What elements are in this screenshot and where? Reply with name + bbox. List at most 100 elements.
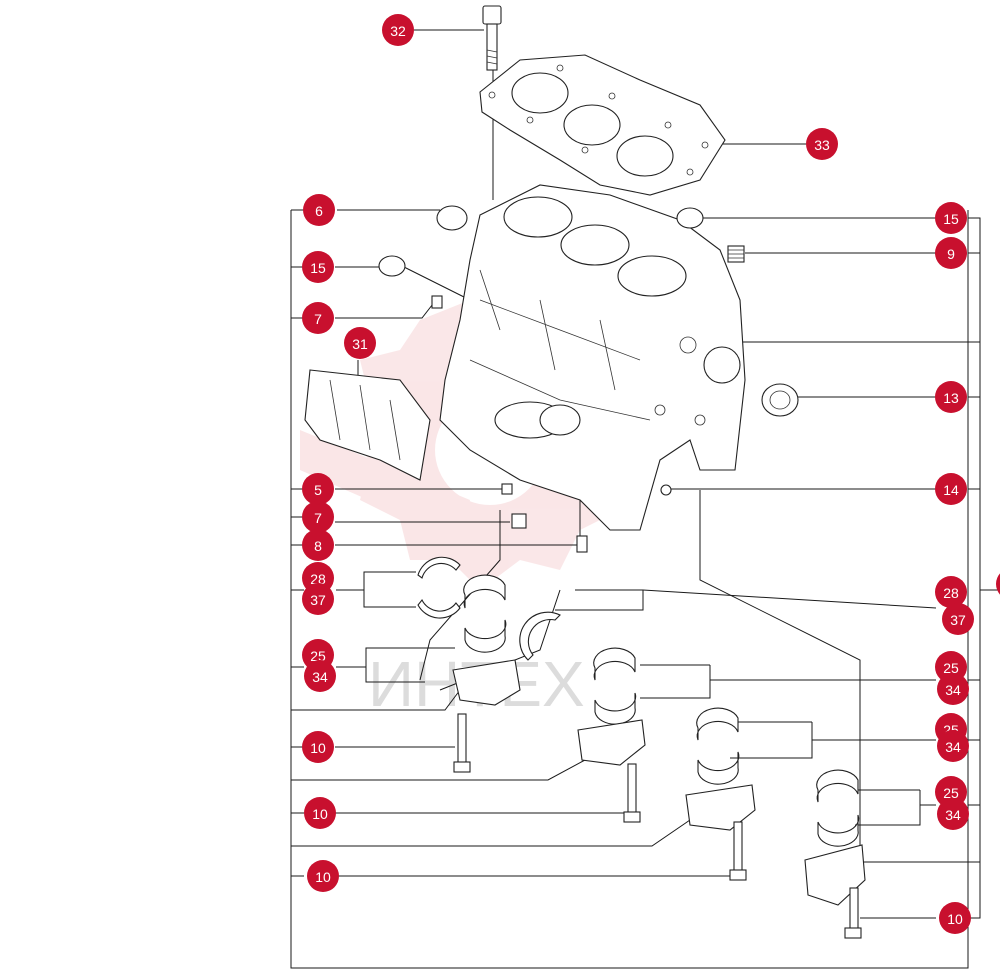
callout-10: 10: [307, 860, 339, 892]
bearing-set-4: [804, 769, 866, 906]
head-gasket: [479, 54, 726, 196]
callout-badges: 32 33 6 15 9 15 7 31 13 5 14 7 8 28 37 28 37 25 34 25 34 10 25…: [302, 14, 1000, 934]
callout-label: 32: [390, 23, 406, 39]
expansion-plug-15-left: [378, 255, 406, 277]
callout-8: 8: [302, 529, 334, 561]
callout-label: 33: [814, 137, 830, 153]
callout-34: 34: [937, 673, 969, 705]
frame-lines: [290, 209, 998, 969]
callout-circle: [937, 798, 969, 830]
callout-leaders: [335, 29, 937, 919]
callout-label: 31: [352, 336, 368, 352]
callout-15: 15: [935, 202, 967, 234]
callout-circle: [302, 583, 334, 615]
callout-circle: [935, 237, 967, 269]
callout-circle: [302, 731, 334, 763]
callout-32: 32: [382, 14, 414, 46]
callout-34: 34: [304, 660, 336, 692]
callout-label: 34: [945, 807, 961, 823]
callout-label: 14: [943, 482, 959, 498]
callout-label: 10: [315, 869, 331, 885]
callout-label: 13: [943, 390, 959, 406]
callout-label: 9: [947, 246, 955, 262]
callout-7: 7: [302, 501, 334, 533]
callout-10: 10: [939, 902, 971, 934]
callout-label: 7: [314, 311, 322, 327]
cap-bolt-2: [623, 763, 641, 823]
callout-label: 25: [943, 660, 959, 676]
callout-circle: [382, 14, 414, 46]
callout-circle: [302, 529, 334, 561]
bracket-31: [304, 369, 431, 481]
callout-edge-partial: [996, 573, 1000, 595]
plug-7-bottom: [511, 513, 527, 529]
thrust-washer-right: [519, 611, 561, 661]
callout-label: 5: [314, 482, 322, 498]
callout-9: 9: [935, 237, 967, 269]
callout-label: 15: [310, 260, 326, 276]
callout-label: 34: [312, 669, 328, 685]
callout-circle: [304, 660, 336, 692]
callout-15: 15: [302, 251, 334, 283]
callout-circle: [935, 202, 967, 234]
callout-label: 28: [310, 571, 326, 587]
thrust-washer-left: [417, 556, 461, 579]
callout-label: 34: [945, 682, 961, 698]
callout-circle: [935, 381, 967, 413]
callout-label: 37: [950, 612, 966, 628]
callout-label: 37: [310, 592, 326, 608]
callout-label: 7: [314, 510, 322, 526]
callout-circle: [302, 501, 334, 533]
bearing-set-3: [685, 707, 756, 831]
callout-label: 10: [310, 740, 326, 756]
callout-7: 7: [302, 302, 334, 334]
callout-circle: [935, 473, 967, 505]
callout-label: 10: [312, 806, 328, 822]
callout-label: 34: [945, 739, 961, 755]
callout-circle: [344, 327, 376, 359]
callout-34: 34: [937, 730, 969, 762]
callout-circle: [302, 473, 334, 505]
callout-14: 14: [935, 473, 967, 505]
callout-label: 10: [947, 911, 963, 927]
plug-14: [660, 484, 672, 496]
callout-37: 37: [302, 583, 334, 615]
callout-label: 28: [943, 585, 959, 601]
callout-circle: [307, 860, 339, 892]
expansion-plug-6: [436, 205, 468, 231]
parts: [304, 5, 866, 939]
callout-circle: [303, 194, 335, 226]
callout-label: 8: [314, 538, 322, 554]
callout-circle: [937, 730, 969, 762]
callout-label: 25: [943, 785, 959, 801]
plug-5: [501, 483, 513, 495]
plug-7-top: [431, 295, 443, 309]
callout-6: 6: [303, 194, 335, 226]
cylinder-block: [439, 184, 746, 531]
callout-label: 15: [943, 211, 959, 227]
callout-10: 10: [304, 797, 336, 829]
callout-circle: [942, 603, 974, 635]
callout-circle: [935, 576, 967, 608]
callout-circle: [304, 797, 336, 829]
bushing-13: [761, 383, 799, 417]
callout-28: 28: [935, 576, 967, 608]
callout-13: 13: [935, 381, 967, 413]
callout-circle: [302, 251, 334, 283]
pin-8: [576, 535, 588, 553]
callout-circle: [302, 302, 334, 334]
callout-circle: [939, 902, 971, 934]
plug-9: [727, 245, 745, 263]
callout-5: 5: [302, 473, 334, 505]
callout-label: 25: [310, 648, 326, 664]
callout-31: 31: [344, 327, 376, 359]
callout-34: 34: [937, 798, 969, 830]
cap-bolt-1: [453, 713, 471, 773]
cap-bolt-4: [844, 887, 862, 939]
cylinder-head-bolt: [482, 5, 502, 71]
callout-circle: [806, 128, 838, 160]
callout-37: 37: [942, 603, 974, 635]
bearing-set-1: [452, 574, 521, 706]
callout-label: 6: [315, 203, 323, 219]
